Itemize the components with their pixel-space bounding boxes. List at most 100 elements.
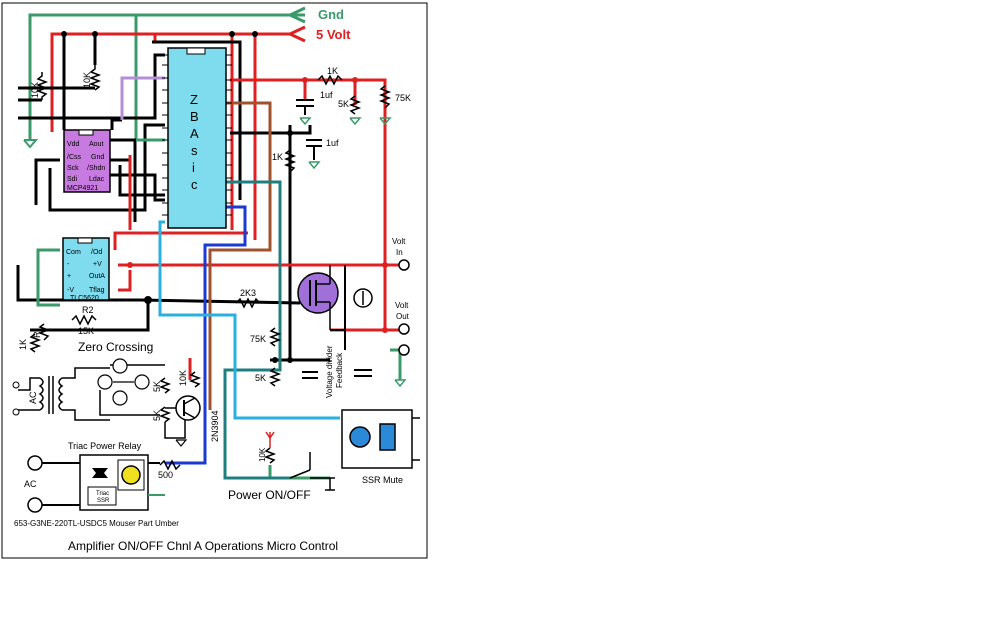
triac-power-relay	[40, 454, 165, 511]
brown-wire	[208, 101, 272, 410]
volt-in-terminal	[398, 259, 410, 271]
resistor-10k-sw	[263, 447, 277, 464]
cyan-wire	[158, 220, 340, 420]
label-ac-left: AC	[28, 391, 38, 404]
capacitor-symbols	[296, 99, 372, 379]
resistor-1k-top	[317, 74, 343, 86]
label-500: 500	[158, 470, 173, 480]
resistor-2k3	[235, 297, 261, 309]
tlc-name: TLC5620	[70, 295, 99, 302]
label-75k-mid: 75K	[250, 334, 266, 344]
label-part-number: 653-G3NE-220TL-USDC5 Mouser Part Umber	[14, 519, 179, 528]
mosfet	[297, 265, 339, 330]
label-zero-crossing: Zero Crossing	[78, 340, 153, 354]
resistor-ri	[37, 323, 51, 341]
zbasic-letter-5: c	[191, 177, 198, 192]
ac-relay-terminal-a	[27, 455, 43, 471]
zbasic-letter-1: B	[190, 109, 199, 124]
dac-pin-shdn: /Shdn	[87, 165, 105, 172]
resistor-75k-top	[378, 85, 392, 109]
label-c2: 1uf	[326, 138, 339, 148]
purple-wire	[120, 76, 165, 120]
volt-out-terminal	[398, 323, 410, 335]
label-10k-q: 10K	[178, 370, 188, 386]
label-triac-relay: Triac Power Relay	[68, 441, 142, 451]
dac-pin-gnd: Gnd	[91, 154, 104, 161]
label-volt-in-1: Volt	[392, 237, 406, 246]
resistor-1k-mid	[283, 149, 297, 173]
label-c1: 1uf	[320, 90, 333, 100]
dac-pin-sck: Sck	[67, 165, 79, 172]
label-5k-mid: 5K	[255, 373, 266, 383]
tlc-pin-com: Com	[66, 249, 81, 256]
resistor-1k-left	[28, 333, 42, 353]
teal-wire	[223, 180, 290, 480]
zbasic-chip: Z B A s i c	[162, 47, 232, 229]
resistor-10k-q	[188, 371, 202, 388]
dac-pin-aout: Aout	[89, 141, 103, 148]
feedback-terminal	[398, 344, 410, 356]
dac-name: MCP4921	[67, 185, 98, 192]
ground-symbols-small	[299, 117, 407, 388]
label-r2: R2	[82, 305, 94, 315]
mcp4921-chip: Vdd /Css Sck Sdi Aout Gnd /Shdn Ldac MCP…	[63, 129, 111, 193]
power-wires-red	[113, 78, 400, 380]
label-10k-b: 10K	[82, 72, 92, 88]
resistor-10k-b	[88, 65, 102, 91]
ac-left-terminal-b	[12, 408, 20, 416]
zbasic-letter-3: s	[191, 143, 198, 158]
resistor-5k-zc	[158, 377, 172, 394]
label-75k-top: 75K	[395, 93, 411, 103]
label-r2-val: 15K	[78, 326, 94, 336]
ac-left-terminal-a	[12, 381, 20, 389]
label-1k-top: 1K	[327, 66, 338, 76]
label-2k3: 2K3	[240, 288, 256, 298]
zbasic-letter-0: Z	[190, 92, 198, 107]
label-volt-in-2: In	[396, 248, 403, 257]
vcc-label: 5 Volt	[316, 27, 351, 42]
tlc5620-chip: Com - + -V /Od +V OutA Tflag TLC5620	[62, 237, 110, 302]
dac-pin-vdd: Vdd	[67, 141, 80, 148]
label-triac-ssr-2: SSR	[97, 498, 110, 504]
label-triac-ssr-1: Triac	[96, 491, 109, 497]
label-5k-zc: 5K	[152, 381, 162, 392]
dac-pin-css: /Css	[67, 154, 82, 161]
ssr-mute	[341, 409, 420, 469]
label-ssr-mute: SSR Mute	[362, 475, 403, 485]
tlc-pin-posv: +V	[93, 261, 102, 268]
tlc-pin-od: /Od	[91, 249, 102, 256]
ground-symbol-topleft	[23, 139, 39, 149]
label-2n3904: 2N3904	[210, 410, 220, 442]
label-ri: Ri	[32, 330, 42, 339]
label-10k-sw: 10K	[258, 447, 267, 462]
tlc-pin-plus: +	[67, 273, 71, 280]
dac-pin-ldac: Ldac	[89, 176, 105, 183]
label-5k-top: 5K	[338, 99, 349, 109]
tlc-pin-minus: -	[67, 261, 70, 268]
resistor-r2	[71, 314, 97, 326]
label-footer: Amplifier ON/OFF Chnl A Operations Micro…	[68, 539, 338, 553]
ac-relay-terminal-b	[27, 497, 43, 513]
tlc-pin-tflag: Tflag	[89, 287, 105, 294]
resistor-symbols	[28, 65, 392, 471]
label-1k-left: 1K	[18, 339, 28, 350]
diode-symbol	[330, 265, 373, 350]
label-power-switch: Power ON/OFF	[228, 488, 311, 502]
rectifier-diodes	[97, 358, 150, 406]
label-voltage-divider: Voltage divider	[325, 345, 334, 398]
power-switch	[265, 431, 335, 491]
label-volt-out-1: Volt	[395, 301, 409, 310]
label-feedback: Feedback	[335, 352, 344, 388]
resistor-5k-mid	[268, 367, 282, 387]
dac-pin-sdi: Sdi	[67, 176, 78, 183]
zbasic-letter-2: A	[190, 126, 199, 141]
resistor-10k-a	[35, 72, 49, 100]
npn-transistor	[164, 395, 201, 447]
resistor-5k-q	[158, 406, 172, 423]
label-1k-mid: 1K	[272, 152, 283, 162]
label-10k-a: 10K	[30, 82, 40, 98]
blue-wire	[165, 205, 247, 465]
label-5k-q: 5K	[152, 410, 162, 421]
tlc-pin-negv: -V	[67, 287, 74, 294]
